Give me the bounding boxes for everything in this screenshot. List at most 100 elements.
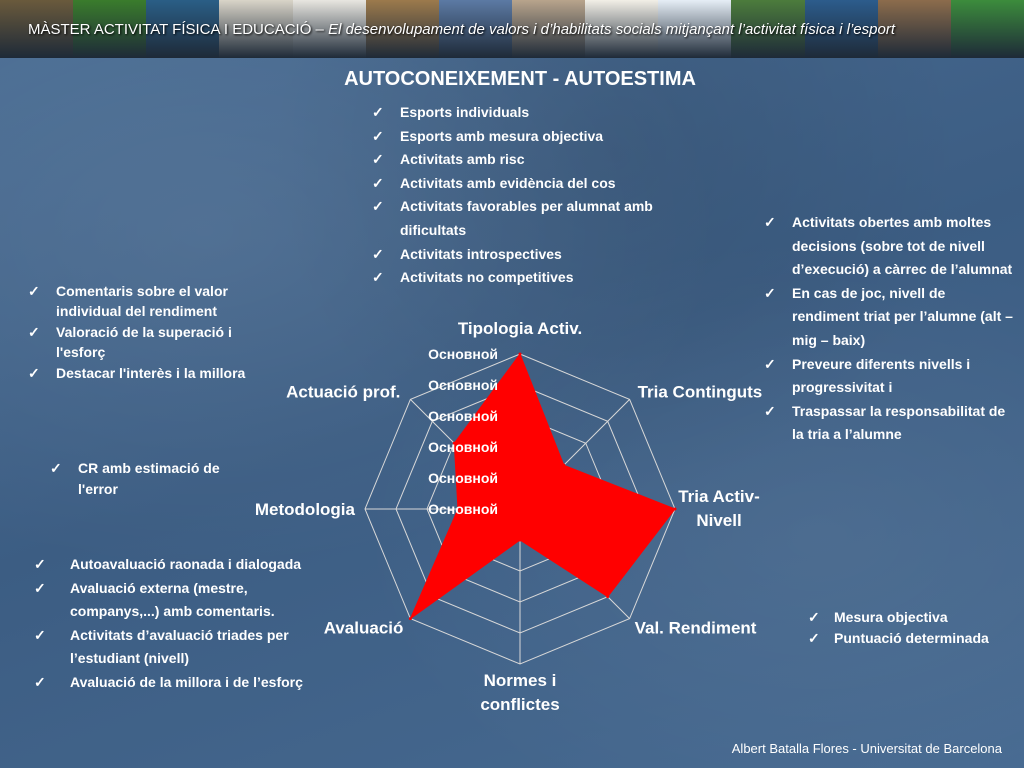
banner-title: MÀSTER ACTIVITAT FÍSICA I EDUCACIÓ – El … xyxy=(0,20,1024,40)
header-banner xyxy=(0,0,1024,58)
top-checklist: ✓ Esports individuals ✓ Esports amb mesura … xyxy=(364,101,654,290)
checklist-item-text: Avaluació externa (mestre, companys,...)… xyxy=(70,579,275,620)
data-point xyxy=(518,538,522,542)
check-icon: ✓ xyxy=(372,269,384,286)
check-icon: ✓ xyxy=(372,127,384,144)
check-icon: ✓ xyxy=(764,402,776,419)
checklist-item: ✓ Esports individuals xyxy=(364,101,654,125)
checklist-item: ✓ Activitats no competitives xyxy=(364,266,654,290)
checklist-item-text: Avaluació de la millora i de l’esforç xyxy=(70,673,303,690)
check-icon: ✓ xyxy=(372,198,384,215)
data-point xyxy=(606,595,610,599)
axis-tick-label: Основной xyxy=(428,501,498,517)
check-icon: ✓ xyxy=(34,556,46,572)
category-label: Tria Continguts xyxy=(638,382,763,401)
checklist-item-text: En cas de joc, nivell de rendiment triat… xyxy=(792,284,1013,348)
checklist-item: ✓En cas de joc, nivell de rendiment tria… xyxy=(756,282,1016,353)
checklist-item-text: Activitats d’avaluació triades per l’est… xyxy=(70,626,289,667)
banner-photo-8 xyxy=(511,0,586,58)
check-icon: ✓ xyxy=(808,609,820,625)
banner-photo-13 xyxy=(877,0,951,58)
checklist-item-text: Comentaris sobre el valor individual del… xyxy=(56,283,228,320)
checklist-item-text: Autoavaluació raonada i dialogada xyxy=(70,556,302,572)
axis-tick-label: Основной xyxy=(428,470,498,486)
category-label: Avaluació xyxy=(324,619,404,638)
checklist-item-text: CR amb estimació de l'error xyxy=(78,460,220,497)
checklist-item: ✓ Activitats d’avaluació triades per l’es… xyxy=(32,624,322,671)
checklist-item-text: Activitats no competitives xyxy=(400,269,574,286)
check-icon: ✓ xyxy=(764,355,776,372)
banner-photo-2 xyxy=(73,0,147,58)
checklist-item: ✓ Autoavaluació raonada i dialogada xyxy=(32,553,322,577)
checklist-item-text: Activitats amb evidència del cos xyxy=(400,174,616,191)
check-icon: ✓ xyxy=(372,174,384,191)
check-icon: ✓ xyxy=(34,626,46,643)
category-label: Tria Activ-Nivell xyxy=(678,487,760,530)
footer-credit: Albert Batalla Flores - Universitat de B… xyxy=(731,741,1002,756)
checklist-item-text: Esports individuals xyxy=(400,104,530,120)
checklist-item-text: Preveure diferents nivells i progressivi… xyxy=(792,355,971,396)
checklist-item-text: Activitats favorables per alumnat amb di… xyxy=(400,198,653,238)
checklist-item: ✓ Mesura objectiva xyxy=(806,607,1006,628)
checklist-item-text: Activitats obertes amb moltes decisions … xyxy=(792,214,1013,278)
banner-photo-14 xyxy=(950,0,1024,58)
category-label: Metodologia xyxy=(255,500,356,519)
banner-photo-12 xyxy=(804,0,878,58)
check-icon: ✓ xyxy=(34,579,46,596)
checklist-item: ✓Avaluació de la millora i de l’esforç xyxy=(32,671,322,695)
checklist-item: ✓ Traspassar la responsabilitat de la tri… xyxy=(756,400,1016,447)
checklist-item-text: Mesura objectiva xyxy=(834,609,948,625)
axis-tick-label: Основной xyxy=(428,439,498,455)
check-icon: ✓ xyxy=(28,364,40,381)
banner-photo-1 xyxy=(0,0,74,58)
checklist-item-text: Valoració de la superació i l'esforç xyxy=(56,323,232,361)
data-point xyxy=(408,617,412,621)
axis-tick-label: Основной xyxy=(428,377,498,393)
checklist-item: ✓ Preveure diferents nivells i progressiv… xyxy=(756,353,1016,400)
right-checklist-lower: ✓ Mesura objectiva ✓Puntuació determinada xyxy=(806,607,1006,648)
left-checklist-middle: ✓CR amb estimació de l'error xyxy=(48,458,258,499)
check-icon: ✓ xyxy=(372,104,384,120)
check-icon: ✓ xyxy=(28,323,40,340)
data-point xyxy=(518,352,522,356)
checklist-item: ✓Comentaris sobre el valor individual de… xyxy=(26,281,276,322)
data-point xyxy=(673,507,677,511)
left-checklist-lower: ✓Autoavaluació raonada i dialogada✓Avalu… xyxy=(32,553,322,695)
check-icon: ✓ xyxy=(372,151,384,168)
banner-photo-7 xyxy=(438,0,512,58)
checklist-item: ✓Puntuació determinada xyxy=(806,628,1006,649)
banner-photo-3 xyxy=(146,0,220,58)
checklist-item: ✓CR amb estimació de l'error xyxy=(48,458,258,499)
banner-photo-6 xyxy=(365,0,439,58)
checklist-item: ✓ Activitats amb evidència del cos xyxy=(364,172,654,196)
checklist-item-text: Activitats amb risc xyxy=(400,151,525,168)
check-icon: ✓ xyxy=(808,629,820,646)
banner-photo-11 xyxy=(731,0,805,58)
axis-tick-label: Основной xyxy=(428,408,498,424)
data-point xyxy=(452,441,456,445)
check-icon: ✓ xyxy=(372,245,384,262)
checklist-item: ✓ Activitats favorables per alumnat amb d… xyxy=(364,195,654,242)
checklist-item-text: Esports amb mesura objectiva xyxy=(400,127,604,144)
banner-photo-10 xyxy=(658,0,732,58)
page-title: AUTOCONEIXEMENT - AUTOESTIMA xyxy=(344,68,696,90)
category-label: Actuació prof. xyxy=(286,382,400,401)
checklist-item: ✓ Activitats introspectives xyxy=(364,243,654,267)
banner-photo-9 xyxy=(585,0,659,58)
checklist-item: ✓ Activitats amb risc xyxy=(364,148,654,172)
checklist-item: ✓ Avaluació externa (mestre, companys,...… xyxy=(32,577,322,624)
check-icon: ✓ xyxy=(764,214,776,230)
banner-photo-5 xyxy=(292,0,366,58)
axis-tick-label: Основной xyxy=(428,346,498,362)
category-label: Val. Rendiment xyxy=(635,619,757,638)
checklist-item: ✓Destacar l'interès i la millora xyxy=(26,363,276,383)
right-checklist: ✓ Activitats obertes amb moltes decisions… xyxy=(756,211,1016,447)
banner-photo-4 xyxy=(219,0,293,58)
checklist-item: ✓ Activitats obertes amb moltes decisions… xyxy=(756,211,1016,282)
checklist-item-text: Activitats introspectives xyxy=(400,245,562,262)
checklist-item-text: Traspassar la responsabilitat de la tria… xyxy=(792,402,1006,443)
left-checklist-upper: ✓ Comentaris sobre el valor individual de… xyxy=(26,281,276,383)
checklist-item: ✓ Esports amb mesura objectiva xyxy=(364,125,654,149)
